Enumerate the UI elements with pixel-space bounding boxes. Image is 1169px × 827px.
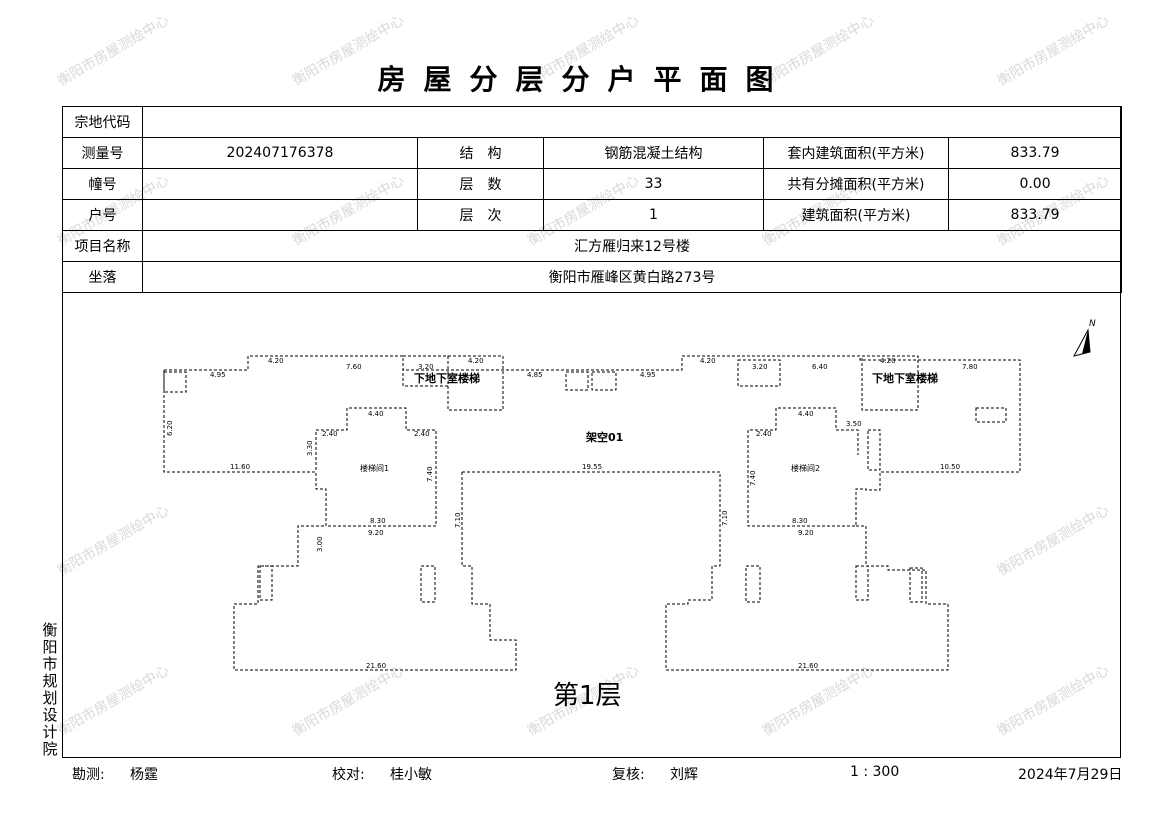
inner-area-label: 套内建筑面积(平方米) xyxy=(763,137,949,169)
building-area-label: 建筑面积(平方米) xyxy=(763,199,949,231)
dim-label: 6.40 xyxy=(812,363,828,371)
center-void-outline xyxy=(233,472,517,671)
dim-label: 11.60 xyxy=(230,463,250,471)
dim-label: 2.40 xyxy=(414,430,430,438)
shared-area-value: 0.00 xyxy=(947,168,1123,200)
dim-label: 2.40 xyxy=(322,430,338,438)
stair-right-label: 楼梯间2 xyxy=(791,463,820,473)
dim-label: 8.30 xyxy=(370,517,386,525)
room-box xyxy=(909,567,923,603)
dim-label: 3.20 xyxy=(752,363,768,371)
survey-name: 杨霆 xyxy=(130,767,158,783)
survey-label: 勘测: xyxy=(72,767,105,783)
stair-left-label: 楼梯间1 xyxy=(360,463,389,473)
dim-label: 9.20 xyxy=(798,529,814,537)
center-void-right xyxy=(462,471,949,671)
basement-right-label: 下地下室楼梯 xyxy=(872,371,938,385)
dim-label: 4.20 xyxy=(700,357,716,365)
page-title: 房屋分层分户平面图 xyxy=(377,63,792,96)
room-box xyxy=(745,565,761,603)
dim-label: 3.50 xyxy=(846,420,862,428)
inner-area-value: 833.79 xyxy=(947,137,1123,169)
dim-label: 7.60 xyxy=(346,363,362,371)
check-label: 校对: xyxy=(332,767,365,783)
dim-label: 4.95 xyxy=(640,371,656,379)
dim-label: 4.40 xyxy=(798,410,814,418)
dim-label: 7.10 xyxy=(721,510,729,526)
property-info-table: 宗地代码 测量号 202407176378 结 构 钢筋混凝土结构 套内建筑面积… xyxy=(62,106,1123,293)
unit-no-label: 户号 xyxy=(62,199,143,231)
building-no-value xyxy=(142,168,418,200)
dim-label: 21.60 xyxy=(798,662,818,670)
room-box xyxy=(565,371,589,391)
building-no-label: 幢号 xyxy=(62,168,143,200)
dim-label: 3.00 xyxy=(316,536,324,552)
dim-label: 10.50 xyxy=(940,463,960,471)
dim-label: 19.55 xyxy=(582,463,602,471)
upper-left-outline xyxy=(163,370,437,527)
dim-label: 4.85 xyxy=(527,371,543,379)
room-box xyxy=(591,371,617,391)
room-box xyxy=(259,565,273,601)
dim-label: 3.20 xyxy=(418,363,434,371)
room-box xyxy=(163,371,187,393)
location-value: 衡阳市雁峰区黄白路273号 xyxy=(141,261,1123,293)
dim-label: 7.40 xyxy=(426,466,434,482)
dim-label: 7.40 xyxy=(749,470,757,486)
north-arrow-icon xyxy=(1073,328,1091,357)
location-label: 坐落 xyxy=(62,261,143,293)
structure-label: 结 构 xyxy=(417,137,544,169)
dim-label: 21.60 xyxy=(366,662,386,670)
dim-label: 4.20 xyxy=(268,357,284,365)
room-box xyxy=(420,565,436,603)
dim-label: 8.30 xyxy=(792,517,808,525)
check-name: 桂小敏 xyxy=(390,767,432,783)
dim-label: 7.10 xyxy=(454,512,462,528)
dim-label: 4.20 xyxy=(468,357,484,365)
center-label: 架空01 xyxy=(585,430,623,444)
floors-value: 33 xyxy=(543,168,764,200)
room-box xyxy=(867,429,881,471)
room-box xyxy=(855,565,869,601)
room-box xyxy=(447,355,504,411)
dim-label: 7.80 xyxy=(962,363,978,371)
scale: 1 : 300 xyxy=(850,764,900,780)
dim-label: 4.40 xyxy=(368,410,384,418)
dim-label: 3.30 xyxy=(306,440,314,456)
dim-label: 6.20 xyxy=(166,420,174,436)
room-box xyxy=(975,407,1007,423)
dim-label: 9.20 xyxy=(368,529,384,537)
floor-label: 第1层 xyxy=(553,681,622,711)
shared-area-label: 共有分摊面积(平方米) xyxy=(763,168,949,200)
review-name: 刘辉 xyxy=(670,767,698,783)
institute-name: 衡阳市规划设计院 xyxy=(42,621,58,758)
building-area-value: 833.79 xyxy=(947,199,1123,231)
survey-no-label: 测量号 xyxy=(62,137,143,169)
room-box xyxy=(861,355,919,411)
dim-label: 4.20 xyxy=(880,357,896,365)
dim-label: 2.40 xyxy=(756,430,772,438)
north-label: N xyxy=(1089,319,1096,329)
review-label: 复核: xyxy=(612,767,645,783)
room-box xyxy=(737,359,781,387)
project-name-label: 项目名称 xyxy=(62,230,143,262)
basement-left-label: 下地下室楼梯 xyxy=(414,371,480,385)
date: 2024年7月29日 xyxy=(1018,767,1123,783)
dim-label: 4.95 xyxy=(210,371,226,379)
